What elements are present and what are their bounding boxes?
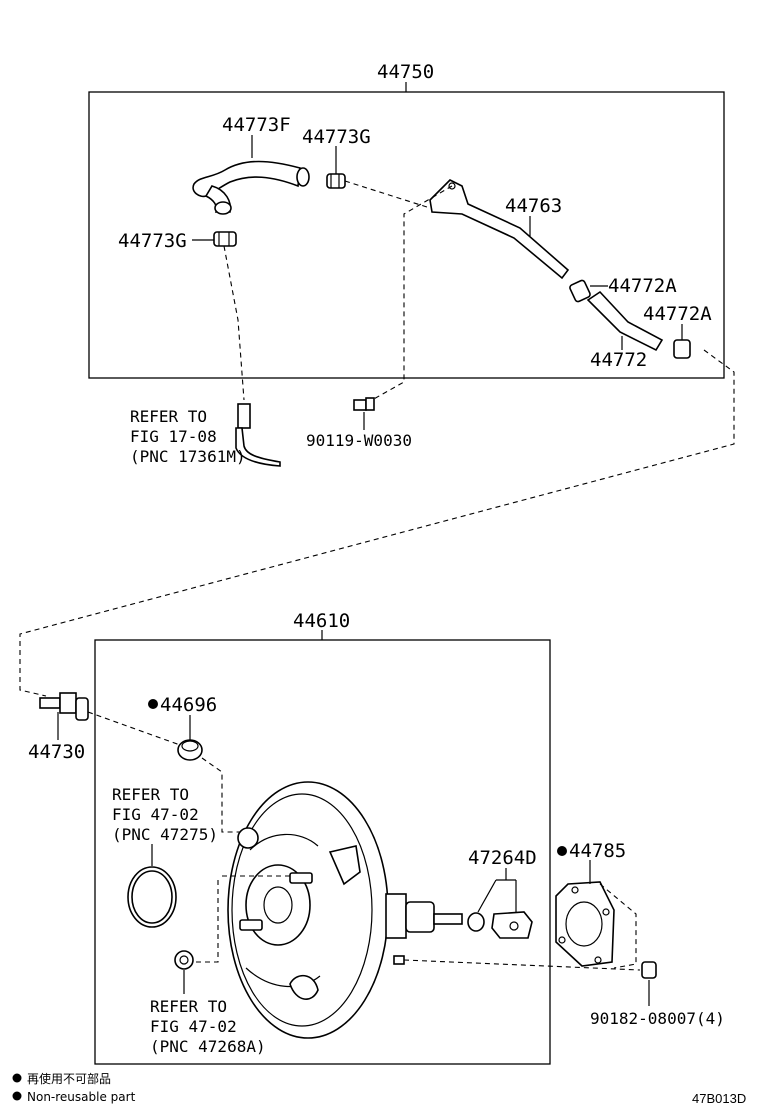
label-44763: 44763	[505, 195, 562, 217]
ref-fig-17-08-line3: (PNC 17361M)	[130, 447, 246, 466]
ref-fig-47-02b-line3: (PNC 47268A)	[150, 1037, 266, 1056]
non-reusable-dot-44785	[557, 846, 567, 856]
check-valve-44730	[39, 692, 89, 721]
ref-fig-17-08-line2: FIG 17-08	[130, 427, 217, 446]
label-90182-08007: 90182-08007(4)	[590, 1009, 725, 1028]
clip-44773G-left	[213, 231, 237, 247]
label-44730: 44730	[28, 741, 85, 763]
ref-fig-47-02b-line1: REFER TO	[150, 997, 227, 1016]
pipe-44763	[429, 179, 570, 280]
label-44773G-left: 44773G	[118, 230, 187, 252]
bolt-90119-W0030	[353, 397, 375, 411]
hose-44773F	[192, 160, 310, 215]
lower-assembly-44610: 44610 44730 44696 REFER TO FIG 47-02 (PN…	[28, 610, 551, 1065]
ref-fig-17-08-line1: REFER TO	[130, 407, 207, 426]
o-ring	[127, 866, 177, 928]
label-44773F: 44773F	[222, 114, 291, 136]
upper-assembly-44750: 44750 44773F 44773G 44773G	[88, 61, 725, 401]
clevis-47264D	[467, 911, 533, 939]
connector-dash-long	[19, 349, 735, 697]
legend-english: Non-reusable part	[27, 1090, 136, 1104]
label-44785: 44785	[569, 840, 626, 862]
fitting-fig-17-08	[235, 403, 281, 467]
clip-44772A-a	[569, 279, 591, 303]
ref-fig-47-02a-line3: (PNC 47275)	[112, 825, 218, 844]
nut-90182-08007	[641, 961, 657, 979]
brake-booster-body	[227, 781, 463, 1039]
legend-dot-en	[12, 1091, 22, 1101]
figure-code: 47B013D	[692, 1091, 746, 1106]
label-90119-W0030: 90119-W0030	[306, 431, 412, 450]
label-44610: 44610	[293, 610, 350, 632]
legend-japanese: 再使用不可部品	[27, 1071, 111, 1086]
label-44696: 44696	[160, 694, 217, 716]
label-44772A-a: 44772A	[608, 275, 677, 297]
ref-fig-47-02a-line2: FIG 47-02	[112, 805, 199, 824]
non-reusable-dot-44696	[148, 699, 158, 709]
ref-fig-47-02a-line1: REFER TO	[112, 785, 189, 804]
nut-small	[174, 950, 194, 970]
legend-dot-jp	[12, 1073, 22, 1083]
grommet-44696	[177, 739, 203, 761]
gasket-44785	[555, 881, 615, 967]
label-47264D: 47264D	[468, 847, 537, 869]
clip-44772A-b	[673, 339, 691, 359]
label-44773G-top: 44773G	[302, 126, 371, 148]
ref-fig-47-02b-line2: FIG 47-02	[150, 1017, 237, 1036]
hose-44772	[586, 290, 664, 352]
label-44772: 44772	[590, 349, 647, 371]
label-44772A-b: 44772A	[643, 303, 712, 325]
clip-44773G-top	[326, 173, 346, 189]
label-44750: 44750	[377, 61, 434, 83]
